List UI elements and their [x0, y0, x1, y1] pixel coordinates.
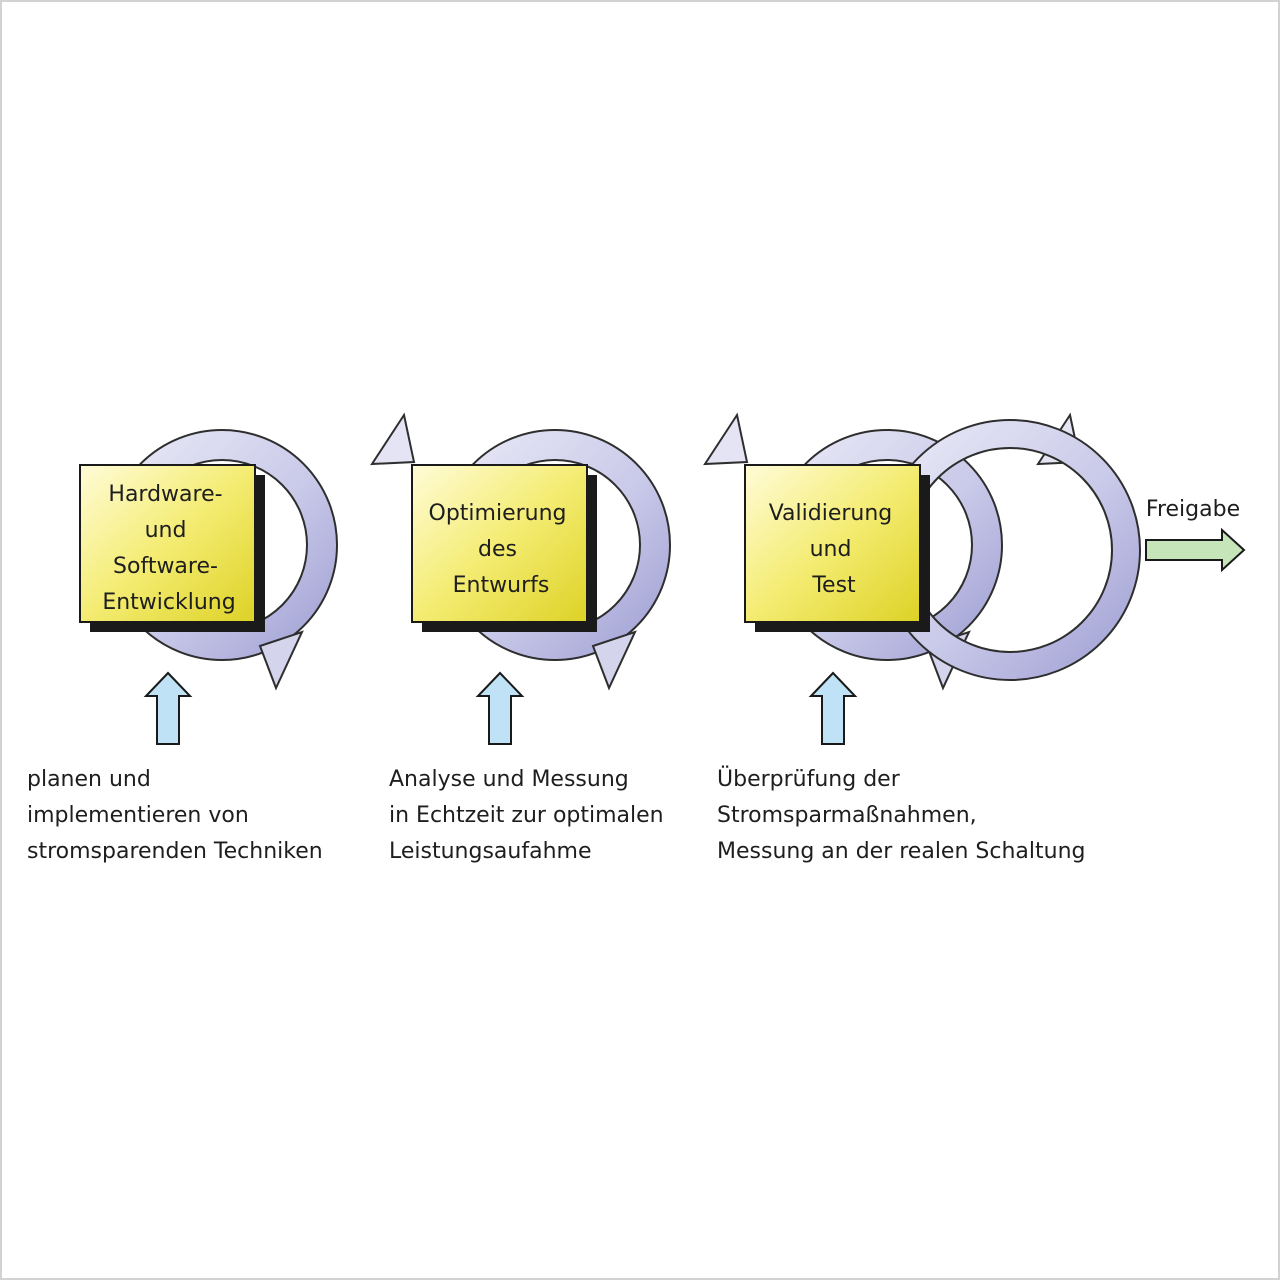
- stage-label-line: und: [145, 518, 187, 543]
- stage-label-line: des: [478, 537, 517, 562]
- stage-box: [744, 464, 921, 623]
- loop-2: [438, 412, 749, 691]
- caption-line: Messung an der realen Schaltung: [717, 839, 1085, 864]
- input-caption-1: planen und implementieren von stromspare…: [27, 767, 323, 864]
- stage-label-line: Validierung: [769, 501, 893, 526]
- output-label: Freigabe: [1146, 497, 1240, 522]
- caption-line: implementieren von: [27, 803, 249, 828]
- svg-text:Optimierung des En: Optimierung des Entwurfs: [429, 501, 574, 598]
- stage-box: [411, 464, 588, 623]
- caption-line: Stromsparmaßnahmen,: [717, 803, 977, 828]
- output-arrow: [1145, 527, 1246, 573]
- stage-label-line: Entwurfs: [453, 573, 550, 598]
- caption-line: in Echtzeit zur optimalen: [389, 803, 664, 828]
- loop-arrowhead-bottom: [591, 630, 637, 691]
- stage-label-line: Optimierung: [429, 501, 567, 526]
- input-caption-3: Überprüfung der Stromsparmaßnahmen, Mess…: [717, 766, 1085, 864]
- loop-arrowhead-bottom: [258, 630, 304, 691]
- loop-arrowhead-top: [703, 412, 749, 466]
- loop-4: [878, 419, 1142, 681]
- stage-label-line: Entwicklung: [102, 590, 235, 615]
- stage-label-line: Hardware-: [108, 482, 222, 507]
- caption-line: planen und: [27, 767, 151, 792]
- svg-text:Validierung und Te: Validierung und Test: [769, 501, 900, 598]
- stage-box-1: Hardware- und Software- Entwicklung: [79, 464, 265, 632]
- stage-box-2: Optimierung des Entwurfs: [411, 464, 597, 632]
- input-arrow-2: [475, 671, 525, 745]
- stage-box: [79, 464, 256, 623]
- stage-label-line: und: [810, 537, 852, 562]
- caption-line: Analyse und Messung: [389, 767, 629, 792]
- input-arrow-3: [808, 671, 858, 745]
- stage-box-3: Validierung und Test: [744, 464, 930, 632]
- loop-ring: [878, 419, 1142, 681]
- caption-line: Überprüfung der: [717, 766, 901, 792]
- svg-text:Hardware- und Soft: Hardware- und Software- Entwicklung: [102, 482, 235, 615]
- input-arrow-1: [143, 671, 193, 745]
- input-caption-2: Analyse und Messung in Echtzeit zur opti…: [389, 767, 671, 864]
- loop-arrowhead-top: [370, 412, 416, 466]
- stage-label-line: Test: [811, 573, 856, 598]
- caption-line: stromsparenden Techniken: [27, 839, 323, 864]
- loop-1: [105, 412, 416, 691]
- stage-label-line: Software-: [113, 554, 218, 579]
- caption-line: Leistungsaufahme: [389, 839, 591, 864]
